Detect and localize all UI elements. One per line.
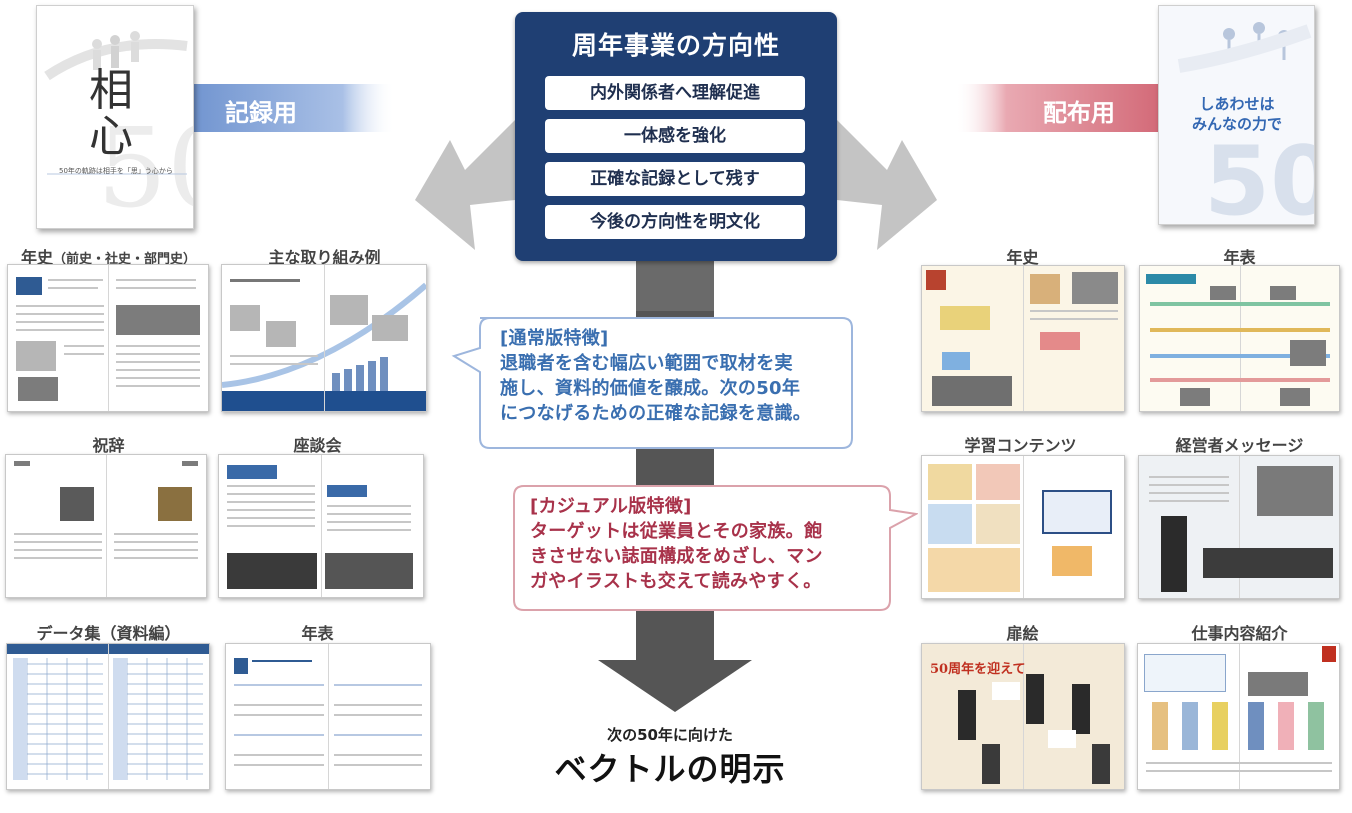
direction-item-4: 今後の方向性を明文化 xyxy=(545,205,805,239)
callout-normal-title: [通常版特徴] xyxy=(500,326,811,351)
left-cover-title: 相 心 xyxy=(89,68,133,160)
thumb-nenpyo-left xyxy=(225,643,431,790)
thumb-label-shigoto: 仕事内容紹介 xyxy=(1137,620,1342,644)
direction-item-1: 内外関係者へ理解促進 xyxy=(545,76,805,110)
right-gray-arrow xyxy=(837,120,937,250)
vector-subtitle: 次の50年に向けた xyxy=(540,724,800,745)
thumb-gakushu xyxy=(921,455,1125,599)
callout-normal-line-1: 退職者を含む幅広い範囲で取材を実 xyxy=(500,351,811,376)
door-heading: 50周年を迎えて xyxy=(930,658,1025,677)
callout-normal-text: [通常版特徴] 退職者を含む幅広い範囲で取材を実 施し、資料的価値を醸成。次の5… xyxy=(500,326,811,426)
thumb-label-tobirae: 扉絵 xyxy=(920,620,1125,644)
thumb-label-keiei: 経営者メッセージ xyxy=(1137,432,1342,456)
thumb-nenpyo-right xyxy=(1139,265,1340,412)
shaft-top xyxy=(636,261,714,311)
direction-item-2: 一体感を強化 xyxy=(545,119,805,153)
thumb-label-gakushu: 学習コンテンツ xyxy=(918,432,1123,456)
thumb-label-datashu: データ集（資料編） xyxy=(6,620,211,644)
thumb-label-nenpyo-left: 年表 xyxy=(215,620,420,644)
callout-casual-line-1: ターゲットは従業員とその家族。飽 xyxy=(530,519,823,544)
thumb-label-shukuji: 祝辞 xyxy=(6,432,211,456)
left-gray-arrow xyxy=(415,120,515,250)
thumb-datashu xyxy=(6,643,210,790)
direction-item-3: 正確な記録として残す xyxy=(545,162,805,196)
right-cover-title: しあわせは みんなの力で xyxy=(1177,94,1297,134)
right-cover-book: 50 しあわせは みんなの力で xyxy=(1158,5,1315,225)
direction-box: 周年事業の方向性 内外関係者へ理解促進 一体感を強化 正確な記録として残す 今後… xyxy=(515,12,837,261)
callout-casual-line-3: ガやイラストも交えて読みやすく。 xyxy=(530,569,823,594)
vector-title: ベクトルの明示 xyxy=(520,744,820,790)
callout-casual-title: [カジュアル版特徴] xyxy=(530,494,823,519)
right-banner-label: 配布用 xyxy=(1043,93,1115,128)
left-cover-tagline: 50年の軌跡は相手を「思」う心から xyxy=(59,166,173,176)
right-cover-number: 50 xyxy=(1204,127,1314,224)
thumb-shukuji xyxy=(5,454,207,598)
thumb-nenshi-right xyxy=(921,265,1125,412)
thumb-nenshi xyxy=(7,264,209,412)
callout-normal-line-2: 施し、資料的価値を醸成。次の50年 xyxy=(500,376,811,401)
callout-casual-text: [カジュアル版特徴] ターゲットは従業員とその家族。飽 きさせない誌面構成をめざ… xyxy=(530,494,823,594)
callout-casual-line-2: きさせない誌面構成をめざし、マン xyxy=(530,544,823,569)
callout-normal-line-3: につなげるための正確な記録を意識。 xyxy=(500,401,811,426)
direction-title: 周年事業の方向性 xyxy=(515,26,837,62)
thumb-tobirae: 50周年を迎えて xyxy=(921,643,1125,790)
down-arrow-head xyxy=(598,660,752,712)
left-cover-book: 50 相 心 50年の軌跡は相手を「思」う心から xyxy=(36,5,194,229)
thumb-zadankai xyxy=(218,454,424,598)
thumb-torikumi xyxy=(221,264,427,412)
left-banner-label: 記録用 xyxy=(225,93,297,128)
thumb-shigoto xyxy=(1137,643,1340,790)
thumb-keiei xyxy=(1138,455,1340,599)
thumb-label-zadankai: 座談会 xyxy=(215,432,420,456)
